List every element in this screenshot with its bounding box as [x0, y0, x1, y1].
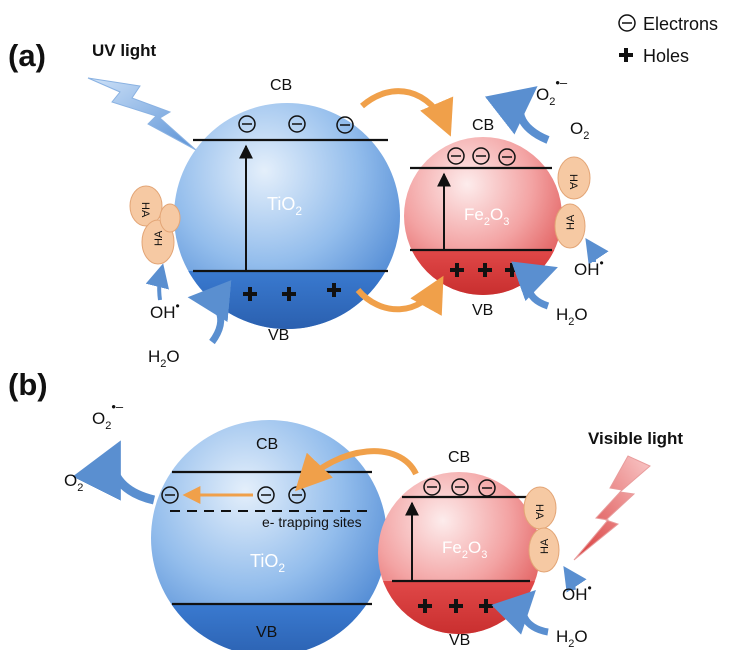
electron-icon — [288, 115, 306, 133]
ha-label: HA — [565, 214, 577, 230]
legend-holes-label: Holes — [643, 46, 689, 66]
o2-label: O2 — [570, 119, 589, 142]
h2o-to-oh-right-arrow-icon — [511, 261, 558, 310]
o2-label: O2 — [64, 471, 83, 494]
fe2o3-b-vb-label: VB — [449, 632, 470, 649]
hole-icon — [243, 287, 257, 301]
panel-a: (a) UV light CB VB TiO2 — [8, 38, 609, 370]
humic-acid-cluster-icon: HA HA — [129, 185, 181, 265]
h2o-to-oh-arrow-icon — [187, 280, 232, 345]
fe2o3-b-cb-label: CB — [448, 449, 470, 466]
hole-icon — [449, 599, 463, 613]
hole-icon — [327, 283, 341, 297]
ha-label: HA — [567, 174, 579, 190]
oh-to-ha-arrow-icon — [145, 263, 169, 301]
panel-a-tag: (a) — [8, 38, 46, 73]
humic-acid-cluster-icon: HA HA — [523, 486, 560, 573]
electron-icon — [447, 147, 465, 165]
superoxide-label: O2•– — [92, 399, 124, 432]
fe2o3-particle-a: CB VB Fe2O3 — [404, 117, 562, 319]
ha-label: HA — [533, 504, 545, 520]
fe2o3-a-vb-label: VB — [472, 302, 493, 319]
hole-icon — [282, 287, 296, 301]
electron-transfer-arrow-icon — [295, 448, 419, 492]
electron-icon — [238, 115, 256, 133]
electron-icon — [257, 486, 275, 504]
electron-icon — [336, 116, 354, 134]
tio2-a-name: TiO2 — [267, 194, 302, 218]
electron-icon — [478, 479, 496, 497]
hole-icon — [478, 263, 492, 277]
visible-light-label: Visible light — [588, 429, 683, 448]
tio2-a-vb-label: VB — [268, 327, 289, 344]
uv-light-label: UV light — [92, 41, 157, 60]
hole-icon — [418, 599, 432, 613]
oh-radical-label: OH• — [150, 299, 180, 322]
ha-label: HA — [153, 230, 165, 246]
fe2o3-b-name: Fe2O3 — [442, 538, 487, 561]
legend: Electrons Holes — [618, 14, 718, 66]
panel-b-tag: (b) — [8, 367, 48, 402]
hole-icon — [479, 599, 493, 613]
electron-transfer-arrow-icon — [360, 88, 454, 137]
uv-light-bolt-icon — [87, 77, 197, 151]
tio2-a-cb-label: CB — [270, 77, 292, 94]
oh-radical-label: OH• — [562, 581, 592, 604]
h2o-right-label: H2O — [556, 305, 588, 328]
hole-symbol-icon — [619, 48, 633, 62]
superoxide-label: O2•– — [536, 75, 568, 108]
oh-to-ha-arrow-icon — [563, 566, 587, 593]
hole-icon — [450, 263, 464, 277]
visible-light-bolt-icon — [573, 455, 651, 561]
tio2-b-vb-label: VB — [256, 624, 277, 641]
oh-to-ha-right-arrow-icon — [585, 238, 609, 265]
ha-label: HA — [539, 538, 551, 554]
o2-reduction-arrow-icon — [72, 440, 156, 505]
electron-icon — [451, 478, 469, 496]
legend-electrons-label: Electrons — [643, 14, 718, 34]
h2o-to-oh-arrow-icon — [491, 590, 549, 636]
oh-radical-right-label: OH• — [574, 256, 604, 279]
electron-icon — [423, 478, 441, 496]
fe2o3-a-name: Fe2O3 — [464, 205, 509, 228]
electron-icon — [161, 486, 179, 504]
electron-symbol-icon — [618, 14, 636, 32]
tio2-b-name: TiO2 — [250, 551, 285, 575]
humic-acid-cluster-icon: HA HA — [554, 156, 591, 249]
panel-b: (b) CB VB e- trapping sites TiO2 — [8, 367, 683, 650]
h2o-label: H2O — [556, 627, 588, 650]
h2o-label: H2O — [148, 347, 180, 370]
electron-icon — [472, 147, 490, 165]
electron-icon — [498, 148, 516, 166]
hole-transfer-arrow-icon — [355, 275, 444, 316]
trap-sites-label: e- trapping sites — [262, 514, 362, 530]
fe2o3-a-cb-label: CB — [472, 117, 494, 134]
o2-reduction-arrow-icon — [484, 86, 550, 144]
tio2-b-cb-label: CB — [256, 436, 278, 453]
ha-label: HA — [139, 202, 151, 218]
